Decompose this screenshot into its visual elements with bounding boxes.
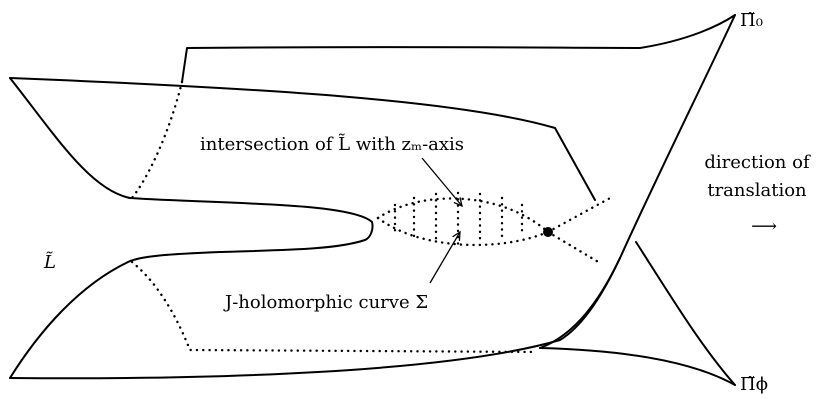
l-tilde-upper-outline [9,77,596,201]
intersection-point [543,227,553,237]
label-intersection: intersection of L̃ with zₘ-axis [200,133,464,155]
l-tilde-neck-lower [127,239,366,263]
label-direction-line1: direction of [704,152,811,173]
plane-pi-zero-edge [539,14,736,349]
label-holomorphic-curve: J-holomorphic curve Σ [223,292,428,313]
plane-pi-phi-edge [635,241,736,386]
label-l-tilde: L̃ [43,251,56,273]
l-tilde-lower-outline [9,257,621,380]
l-tilde-upper-left-edge [9,77,131,199]
hidden-lower-contour [130,260,537,354]
back-sheet-hidden-edge-top [130,80,184,200]
curve-pointer-arrow [429,232,460,284]
label-pi-zero: Π̃₀ [740,10,763,31]
ray-to-pi-phi [546,230,602,265]
ray-to-pi-zero [546,195,614,234]
intersection-pointer-arrow [421,157,462,206]
plane-pi-phi-top [539,347,736,386]
label-pi-phi: Π̃ϕ [740,374,768,395]
label-direction-line2: translation [707,180,807,201]
l-tilde-neck-upper [129,197,374,241]
back-sheet-top-edge [181,14,736,83]
holomorphic-curve-lower-boundary [376,216,550,247]
l-tilde-lower-left-edge [9,261,129,379]
holomorphic-curve-upper-boundary [376,197,550,234]
label-direction-arrow: ⟶ [751,216,777,237]
holomorphic-curve-rulings [393,191,524,247]
